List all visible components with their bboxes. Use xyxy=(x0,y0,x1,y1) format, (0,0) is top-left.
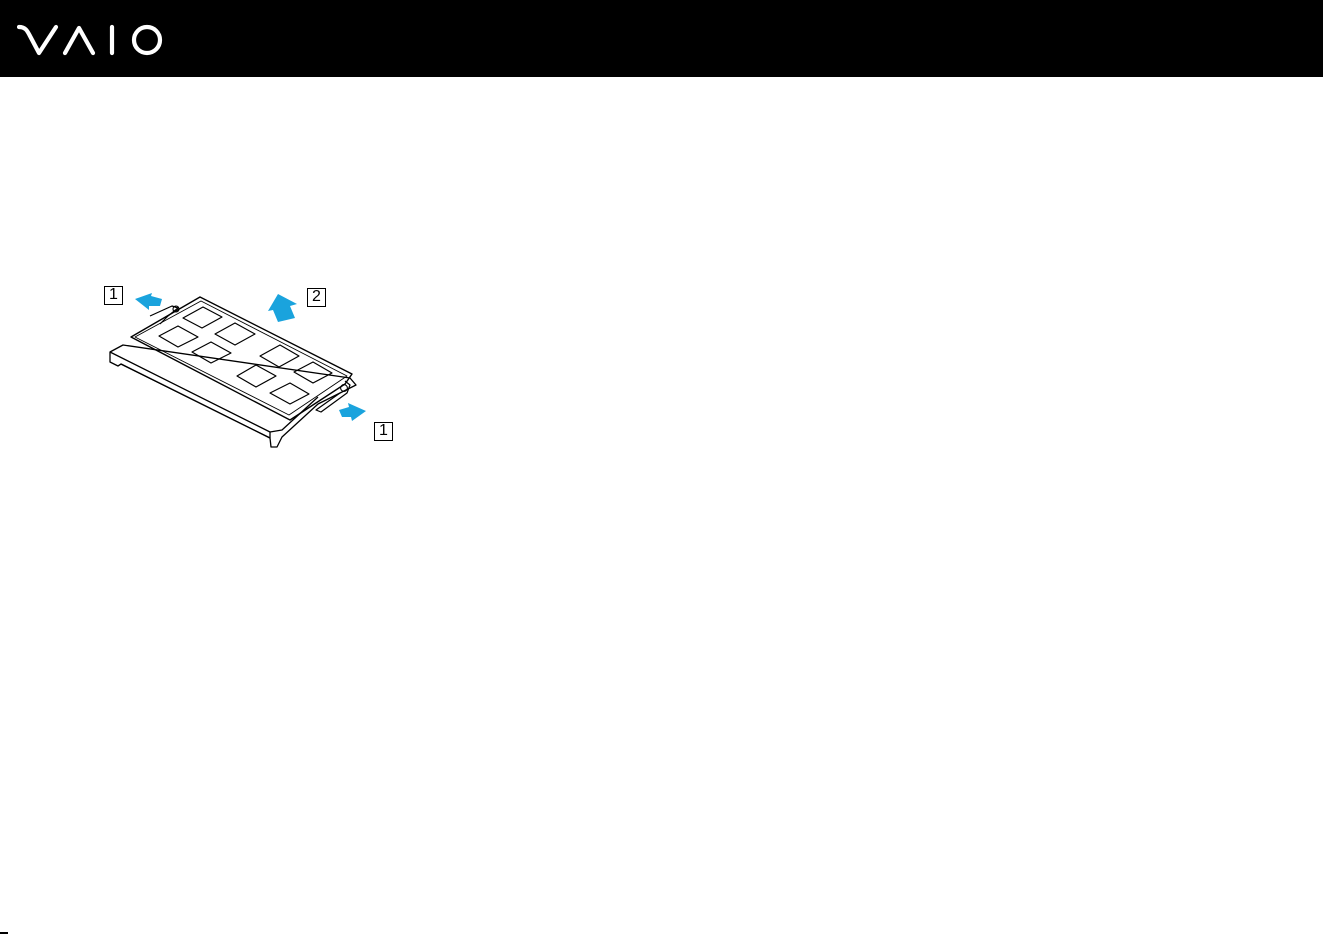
arrow-left-release-icon xyxy=(135,293,162,310)
chip xyxy=(270,383,309,404)
chip xyxy=(215,323,255,345)
arrow-right-release-icon xyxy=(339,403,366,421)
module-board xyxy=(131,297,352,420)
vaio-logo xyxy=(17,24,165,56)
header-bar xyxy=(0,0,1323,77)
callout-label-2: 2 xyxy=(307,288,326,307)
chip xyxy=(237,365,276,387)
callout-label-1: 1 xyxy=(104,286,123,305)
memory-module-illustration xyxy=(96,282,412,454)
arrow-lift-module-icon xyxy=(268,294,297,322)
chip xyxy=(183,307,222,328)
callout-label-1-second: 1 xyxy=(374,422,393,441)
slot-frame xyxy=(110,345,356,447)
chip xyxy=(159,326,198,347)
